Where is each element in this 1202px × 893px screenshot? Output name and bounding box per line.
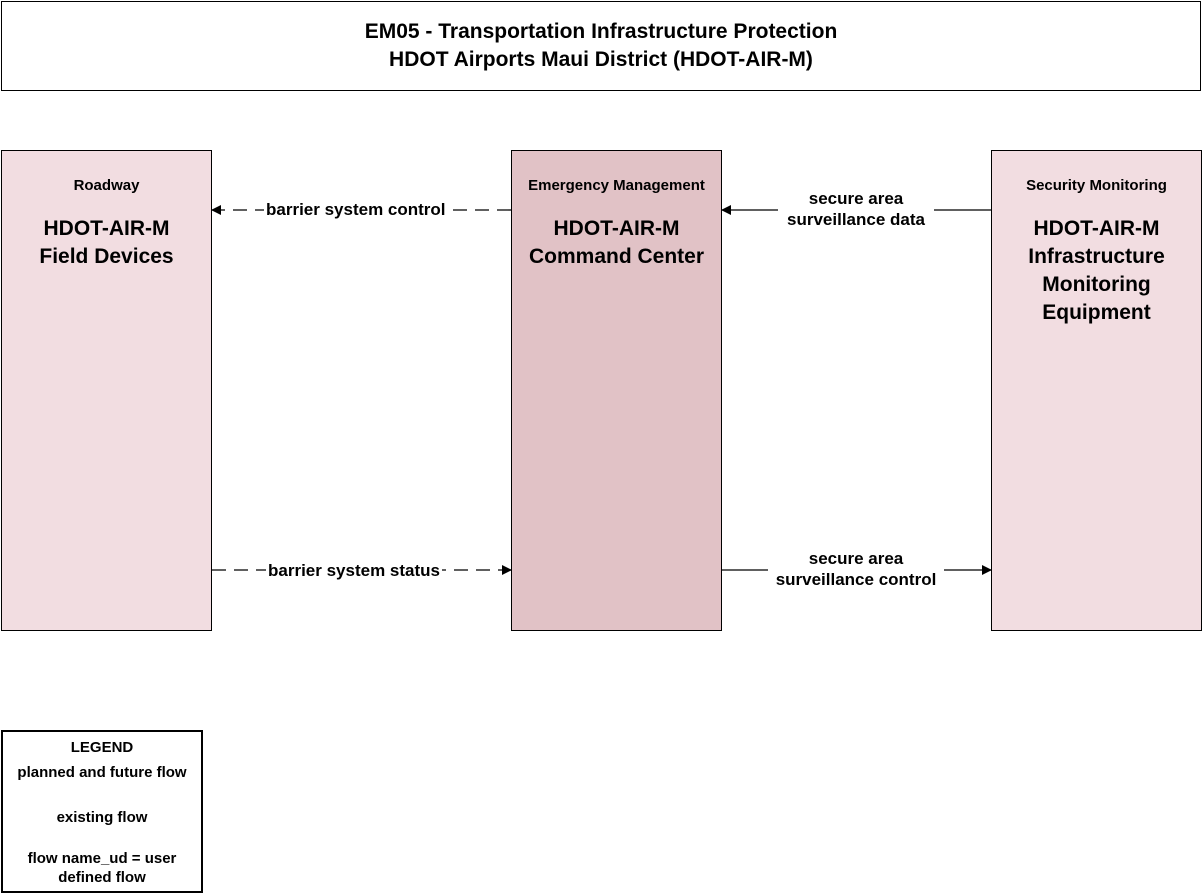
element-name-line: Infrastructure [1028, 245, 1165, 268]
element-command-center: Emergency Management HDOT-AIR-M Command … [511, 150, 722, 631]
legend: LEGEND planned and future flow existing … [1, 730, 203, 893]
element-name: HDOT-AIR-M Infrastructure Monitoring Equ… [992, 215, 1201, 327]
element-name-line: Command Center [528, 245, 705, 268]
legend-user-defined-label-1: flow name_ud = user [27, 850, 177, 867]
element-name-line: Monitoring [1042, 273, 1151, 296]
element-name-line: HDOT-AIR-M [1033, 217, 1160, 240]
legend-planned-label: planned and future flow [17, 764, 187, 781]
flow-label-text: barrier system status [268, 561, 440, 580]
flow-label-text: surveillance control [775, 570, 937, 589]
title-line-2: HDOT Airports Maui District (HDOT-AIR-M) [389, 48, 813, 71]
title-line-1: EM05 - Transportation Infrastructure Pro… [364, 20, 838, 43]
flow-label-text: surveillance data [787, 210, 925, 229]
element-category: Roadway [73, 177, 140, 194]
element-name: HDOT-AIR-M Field Devices [2, 215, 211, 271]
flow-label-text: secure area [808, 549, 904, 568]
flow-label-barrier-system-status: barrier system status [266, 560, 442, 581]
element-name-line: HDOT-AIR-M [553, 217, 680, 240]
flow-label-barrier-system-control: barrier system control [264, 199, 448, 220]
legend-title: LEGEND [70, 739, 134, 756]
element-field-devices: Roadway HDOT-AIR-M Field Devices [1, 150, 212, 631]
flow-label-text: secure area [808, 189, 904, 208]
legend-user-defined-label-2: defined flow [58, 869, 146, 886]
element-category: Emergency Management [528, 177, 705, 194]
element-name-line: Equipment [1042, 301, 1151, 324]
element-name-line: Field Devices [39, 245, 174, 268]
flow-label-secure-area-surveillance-control: secure area surveillance control [768, 548, 944, 590]
flow-label-secure-area-surveillance-data: secure area surveillance data [778, 188, 934, 230]
element-infrastructure-monitoring-equipment: Security Monitoring HDOT-AIR-M Infrastru… [991, 150, 1202, 631]
element-name: HDOT-AIR-M Command Center [512, 215, 721, 271]
legend-existing-label: existing flow [56, 809, 148, 826]
element-category: Security Monitoring [1026, 177, 1167, 194]
diagram-title: EM05 - Transportation Infrastructure Pro… [1, 1, 1201, 91]
element-name-line: HDOT-AIR-M [43, 217, 170, 240]
flow-label-text: barrier system control [266, 200, 446, 219]
